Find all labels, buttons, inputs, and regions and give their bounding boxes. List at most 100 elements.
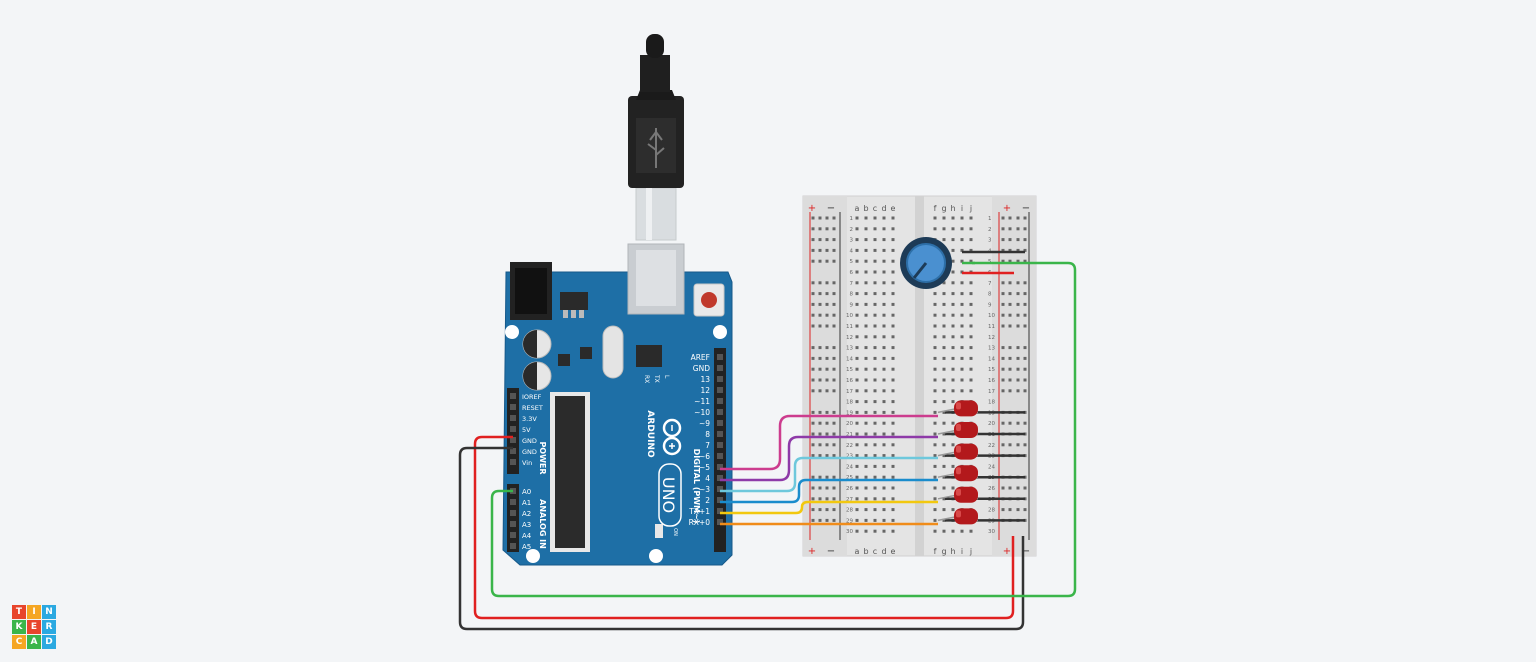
breadboard-hole[interactable]: [969, 216, 973, 220]
rail-hole[interactable]: [818, 421, 822, 425]
breadboard-hole[interactable]: [942, 508, 946, 512]
breadboard-hole[interactable]: [969, 313, 973, 317]
breadboard-hole[interactable]: [942, 346, 946, 350]
breadboard-hole[interactable]: [933, 464, 937, 468]
rail-hole[interactable]: [832, 302, 836, 306]
rail-hole[interactable]: [1001, 389, 1005, 393]
breadboard-hole[interactable]: [855, 378, 859, 382]
rail-hole[interactable]: [825, 238, 829, 242]
header-pin[interactable]: [510, 510, 516, 516]
breadboard-hole[interactable]: [873, 259, 877, 263]
rail-hole[interactable]: [1016, 356, 1020, 360]
breadboard-hole[interactable]: [891, 313, 895, 317]
rail-hole[interactable]: [1001, 313, 1005, 317]
breadboard-hole[interactable]: [873, 324, 877, 328]
breadboard-hole[interactable]: [855, 227, 859, 231]
rail-hole[interactable]: [1008, 421, 1012, 425]
breadboard-hole[interactable]: [933, 367, 937, 371]
breadboard-hole[interactable]: [933, 227, 937, 231]
rail-hole[interactable]: [1008, 389, 1012, 393]
breadboard-hole[interactable]: [942, 367, 946, 371]
rail-hole[interactable]: [818, 454, 822, 458]
rail-hole[interactable]: [832, 227, 836, 231]
rail-hole[interactable]: [818, 443, 822, 447]
breadboard-hole[interactable]: [960, 248, 964, 252]
breadboard-hole[interactable]: [933, 389, 937, 393]
breadboard-hole[interactable]: [864, 259, 868, 263]
rail-hole[interactable]: [832, 475, 836, 479]
rail-hole[interactable]: [1016, 508, 1020, 512]
rail-hole[interactable]: [825, 378, 829, 382]
breadboard-hole[interactable]: [942, 410, 946, 414]
breadboard-hole[interactable]: [942, 497, 946, 501]
rail-hole[interactable]: [811, 281, 815, 285]
breadboard-hole[interactable]: [933, 518, 937, 522]
rail-hole[interactable]: [1023, 281, 1027, 285]
breadboard-hole[interactable]: [873, 270, 877, 274]
rail-hole[interactable]: [1016, 248, 1020, 252]
breadboard-hole[interactable]: [969, 324, 973, 328]
breadboard-hole[interactable]: [960, 313, 964, 317]
breadboard-hole[interactable]: [933, 400, 937, 404]
breadboard-hole[interactable]: [873, 346, 877, 350]
breadboard-hole[interactable]: [882, 378, 886, 382]
header-pin[interactable]: [510, 415, 516, 421]
breadboard-hole[interactable]: [864, 529, 868, 533]
rail-hole[interactable]: [832, 389, 836, 393]
breadboard-hole[interactable]: [951, 421, 955, 425]
breadboard-hole[interactable]: [951, 508, 955, 512]
rail-hole[interactable]: [832, 238, 836, 242]
breadboard-hole[interactable]: [855, 454, 859, 458]
rail-hole[interactable]: [818, 216, 822, 220]
breadboard-hole[interactable]: [942, 313, 946, 317]
rail-hole[interactable]: [832, 443, 836, 447]
rail-hole[interactable]: [818, 313, 822, 317]
breadboard-hole[interactable]: [933, 529, 937, 533]
wire-gnd[interactable]: [458, 446, 1025, 631]
breadboard-hole[interactable]: [882, 259, 886, 263]
breadboard-hole[interactable]: [891, 400, 895, 404]
rail-hole[interactable]: [1016, 443, 1020, 447]
rail-hole[interactable]: [1008, 324, 1012, 328]
rail-hole[interactable]: [825, 432, 829, 436]
rail-hole[interactable]: [1008, 292, 1012, 296]
rail-hole[interactable]: [825, 302, 829, 306]
breadboard-hole[interactable]: [873, 216, 877, 220]
breadboard-hole[interactable]: [951, 270, 955, 274]
rail-hole[interactable]: [1001, 356, 1005, 360]
rail-hole[interactable]: [811, 486, 815, 490]
breadboard-hole[interactable]: [873, 378, 877, 382]
breadboard-hole[interactable]: [864, 497, 868, 501]
breadboard-hole[interactable]: [933, 378, 937, 382]
rail-hole[interactable]: [1016, 313, 1020, 317]
rail-hole[interactable]: [825, 281, 829, 285]
breadboard-hole[interactable]: [933, 216, 937, 220]
breadboard-hole[interactable]: [882, 421, 886, 425]
rail-hole[interactable]: [1008, 302, 1012, 306]
rail-hole[interactable]: [1023, 421, 1027, 425]
breadboard-hole[interactable]: [891, 281, 895, 285]
header-pin[interactable]: [717, 508, 723, 514]
header-pin[interactable]: [717, 442, 723, 448]
rail-hole[interactable]: [811, 497, 815, 501]
breadboard-hole[interactable]: [882, 443, 886, 447]
header-pin[interactable]: [510, 521, 516, 527]
breadboard-hole[interactable]: [891, 518, 895, 522]
breadboard-hole[interactable]: [960, 227, 964, 231]
rail-hole[interactable]: [825, 389, 829, 393]
breadboard-hole[interactable]: [873, 313, 877, 317]
header-pin[interactable]: [510, 437, 516, 443]
rail-hole[interactable]: [811, 238, 815, 242]
breadboard-hole[interactable]: [882, 367, 886, 371]
breadboard-hole[interactable]: [855, 529, 859, 533]
rail-hole[interactable]: [1016, 324, 1020, 328]
breadboard-hole[interactable]: [960, 335, 964, 339]
breadboard-hole[interactable]: [969, 248, 973, 252]
rail-hole[interactable]: [1016, 238, 1020, 242]
breadboard-hole[interactable]: [864, 238, 868, 242]
breadboard-hole[interactable]: [951, 464, 955, 468]
breadboard-hole[interactable]: [933, 454, 937, 458]
breadboard-hole[interactable]: [933, 421, 937, 425]
rail-hole[interactable]: [832, 486, 836, 490]
